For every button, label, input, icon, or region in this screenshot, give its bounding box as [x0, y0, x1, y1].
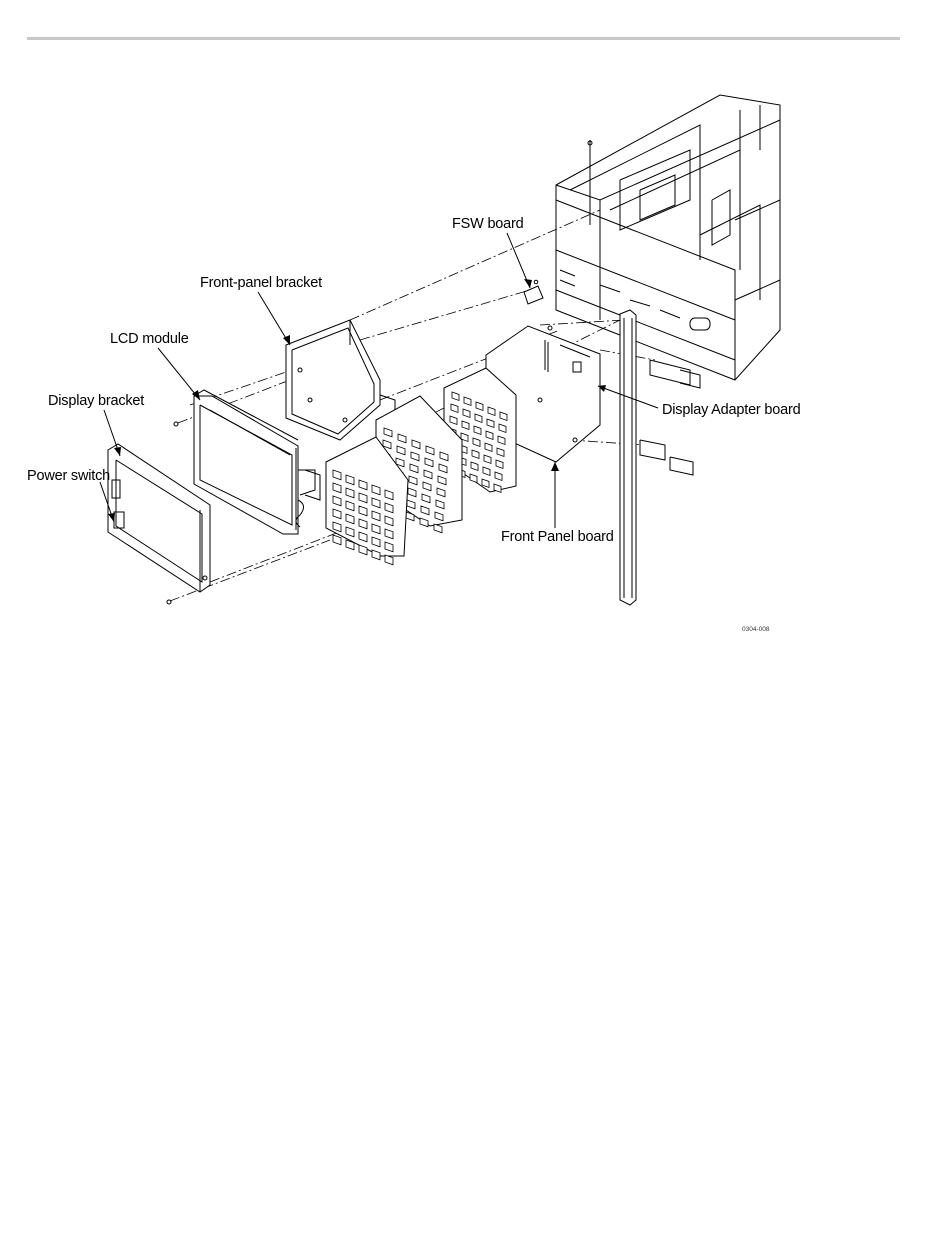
fsw-board	[524, 280, 543, 304]
callout-power-switch: Power switch	[27, 468, 110, 484]
chassis	[556, 95, 780, 380]
callout-display-bracket: Display bracket	[48, 393, 144, 409]
ribbon-cable	[620, 310, 636, 605]
keypad-key	[333, 535, 341, 545]
callout-display-adapter-board: Display Adapter board	[662, 402, 800, 418]
callout-lcd-module: LCD module	[110, 331, 189, 347]
callout-front-panel-bracket: Front-panel bracket	[200, 275, 322, 291]
callout-front-panel-board: Front Panel board	[501, 529, 614, 545]
callout-fsw-board: FSW board	[452, 216, 524, 232]
figure-id: 0304-008	[742, 626, 769, 633]
keypad-key	[434, 524, 442, 533]
